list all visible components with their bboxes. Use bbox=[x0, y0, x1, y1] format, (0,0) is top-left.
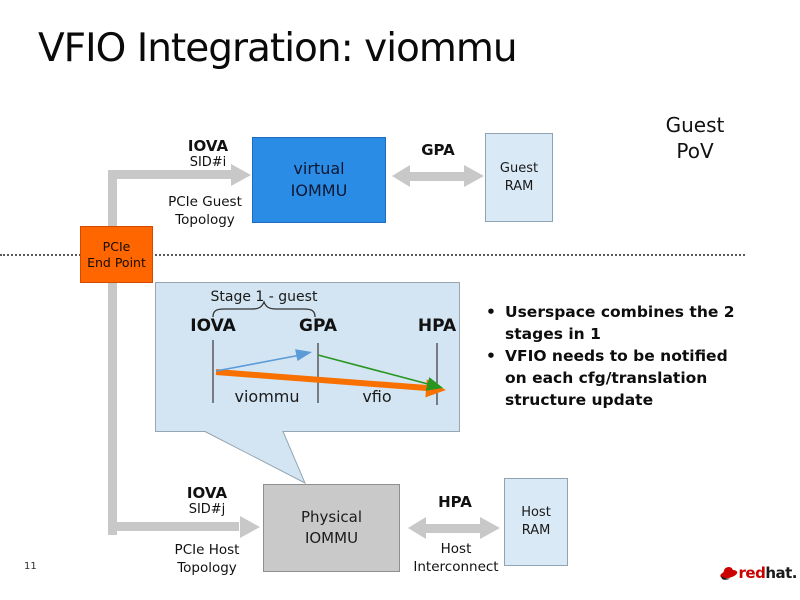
host-iova-label: IOVA SID#j bbox=[186, 484, 228, 517]
callout-gpa-label: GPA bbox=[298, 316, 337, 336]
connector-top-segment bbox=[108, 170, 232, 179]
callout-iova-label: IOVA bbox=[190, 316, 236, 336]
guest-ram-box: Guest RAM bbox=[485, 133, 553, 222]
pcie-host-topology-label: PCIe Host Topology bbox=[174, 542, 240, 576]
gpa-arrow-shaft bbox=[408, 172, 466, 181]
callout-hpa-label: HPA bbox=[417, 316, 457, 336]
notes-bullet-list: • Userspace combines the 2 stages in 1 •… bbox=[478, 301, 778, 411]
virtual-iommu-box: virtual IOMMU bbox=[252, 137, 386, 223]
arrowhead-to-viommu-icon bbox=[231, 164, 251, 186]
host-ram-box: Host RAM bbox=[504, 478, 568, 566]
stage-label: Stage 1 - guest bbox=[210, 289, 318, 305]
gpa-arrowhead-left-icon bbox=[392, 165, 410, 187]
callout-viommu-label: viommu bbox=[234, 387, 300, 406]
redhat-wordmark: redhat. bbox=[738, 564, 798, 582]
bullet-item: • VFIO needs to be notified on each cfg/… bbox=[478, 345, 778, 411]
bullet-text: VFIO needs to be notified on each cfg/tr… bbox=[505, 347, 728, 409]
arrowhead-to-piommu-icon bbox=[240, 516, 260, 538]
gpa-arrowhead-right-icon bbox=[464, 165, 484, 187]
pcie-guest-topology-label: PCIe Guest Topology bbox=[168, 194, 242, 228]
hpa-arrowhead-right-icon bbox=[480, 517, 500, 539]
page-title: VFIO Integration: viommu bbox=[38, 26, 518, 71]
host-interconnect-label: Host Interconnect bbox=[413, 541, 499, 575]
guest-pov-label: Guest PoV bbox=[665, 113, 725, 163]
hpa-label: HPA bbox=[438, 493, 472, 511]
gpa-label: GPA bbox=[421, 141, 455, 159]
bullet-item: • Userspace combines the 2 stages in 1 bbox=[478, 301, 778, 345]
physical-iommu-box: Physical IOMMU bbox=[263, 484, 400, 572]
guest-host-separator-line bbox=[0, 254, 745, 256]
connector-trunk-line bbox=[108, 170, 117, 535]
bullet-dot-icon: • bbox=[486, 347, 496, 365]
hpa-arrowhead-left-icon bbox=[408, 517, 426, 539]
hpa-arrow-shaft bbox=[424, 524, 482, 533]
page-number: 11 bbox=[24, 561, 37, 572]
redhat-logo: redhat. bbox=[719, 557, 797, 589]
connector-bottom-segment bbox=[108, 522, 239, 531]
redhat-hat-icon bbox=[720, 566, 738, 580]
callout-vfio-label: vfio bbox=[362, 387, 392, 406]
guest-iova-label: IOVA SID#i bbox=[187, 137, 229, 170]
pcie-endpoint-box: PCIe End Point bbox=[80, 226, 153, 283]
callout-tail bbox=[204, 431, 307, 485]
bullet-text: Userspace combines the 2 stages in 1 bbox=[505, 303, 735, 343]
bullet-dot-icon: • bbox=[486, 303, 496, 321]
